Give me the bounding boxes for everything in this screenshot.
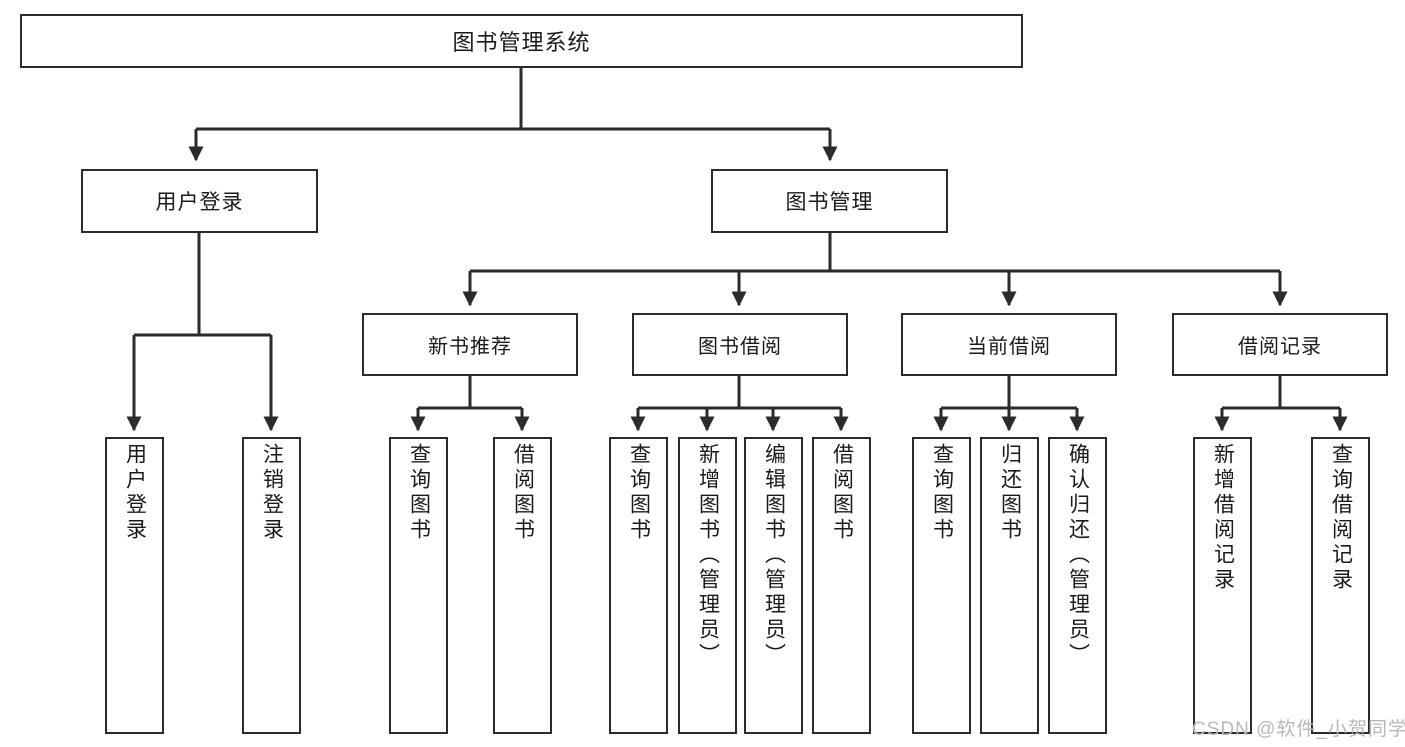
node-borrow-records-label: 借阅记录 xyxy=(1238,336,1322,358)
node-current-borrow-label: 当前借阅 xyxy=(967,336,1051,358)
node-leaf-bb-borrow-book[interactable]: 借阅图书 xyxy=(812,437,871,734)
node-book-manage-label: 图书管理 xyxy=(785,191,874,214)
node-leaf-cb-query-book[interactable]: 查询图书 xyxy=(912,437,971,734)
node-borrow-records[interactable]: 借阅记录 xyxy=(1172,313,1388,376)
node-leaf-logout[interactable]: 注销登录 xyxy=(242,437,301,734)
node-leaf-bb-edit-book-label: 编辑图书（管理员） xyxy=(762,443,786,668)
node-leaf-nb-borrow-book-label: 借阅图书 xyxy=(511,443,535,543)
node-user-login[interactable]: 用户登录 xyxy=(81,169,318,233)
watermark-text: CSDN @软件_小贺同学 xyxy=(1192,719,1405,740)
node-leaf-br-add-record[interactable]: 新增借阅记录 xyxy=(1193,437,1252,734)
node-current-borrow[interactable]: 当前借阅 xyxy=(901,313,1117,376)
node-book-borrow-label: 图书借阅 xyxy=(698,336,782,358)
node-leaf-bb-query-book-label: 查询图书 xyxy=(627,443,651,543)
node-leaf-br-add-record-label: 新增借阅记录 xyxy=(1211,443,1235,593)
node-leaf-bb-borrow-book-label: 借阅图书 xyxy=(830,443,854,543)
node-book-borrow[interactable]: 图书借阅 xyxy=(632,313,848,376)
node-book-manage[interactable]: 图书管理 xyxy=(711,169,948,233)
node-root-system[interactable]: 图书管理系统 xyxy=(20,14,1023,68)
node-leaf-nb-query-book[interactable]: 查询图书 xyxy=(389,437,448,734)
node-leaf-bb-edit-book[interactable]: 编辑图书（管理员） xyxy=(744,437,803,734)
node-leaf-nb-query-book-label: 查询图书 xyxy=(407,443,431,543)
node-leaf-cb-confirm-return[interactable]: 确认归还（管理员） xyxy=(1048,437,1107,734)
node-root-system-label: 图书管理系统 xyxy=(452,30,591,55)
node-new-book-recommend-label: 新书推荐 xyxy=(428,336,512,358)
node-leaf-logout-label: 注销登录 xyxy=(260,443,284,543)
node-leaf-cb-return-book-label: 归还图书 xyxy=(998,443,1022,543)
node-new-book-recommend[interactable]: 新书推荐 xyxy=(362,313,578,376)
node-leaf-bb-query-book[interactable]: 查询图书 xyxy=(609,437,668,734)
node-leaf-cb-return-book[interactable]: 归还图书 xyxy=(980,437,1039,734)
node-leaf-br-query-record-label: 查询借阅记录 xyxy=(1329,443,1353,593)
node-leaf-cb-query-book-label: 查询图书 xyxy=(930,443,954,543)
node-leaf-cb-confirm-return-label: 确认归还（管理员） xyxy=(1066,443,1090,668)
node-leaf-user-login[interactable]: 用户登录 xyxy=(105,437,164,734)
node-user-login-label: 用户登录 xyxy=(155,191,244,214)
node-leaf-br-query-record[interactable]: 查询借阅记录 xyxy=(1311,437,1370,734)
node-leaf-nb-borrow-book[interactable]: 借阅图书 xyxy=(493,437,552,734)
node-leaf-bb-add-book[interactable]: 新增图书（管理员） xyxy=(678,437,737,734)
node-leaf-user-login-label: 用户登录 xyxy=(123,443,147,543)
node-leaf-bb-add-book-label: 新增图书（管理员） xyxy=(696,443,720,668)
